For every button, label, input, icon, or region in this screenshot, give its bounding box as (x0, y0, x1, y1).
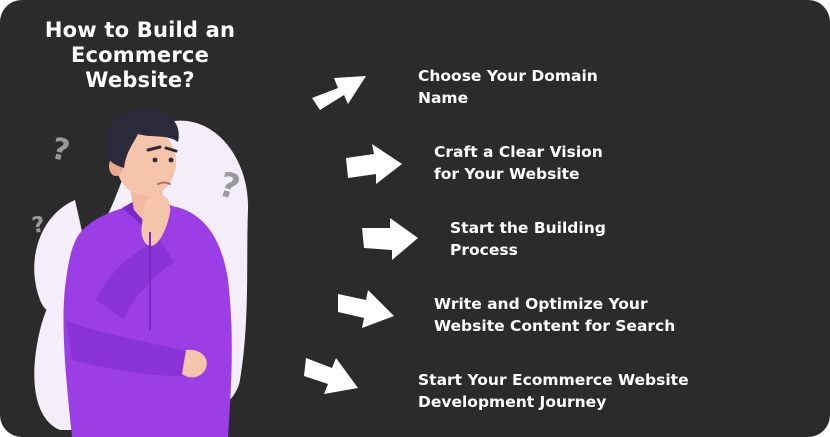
person-shirt (63, 204, 232, 437)
arrow-right-icon (346, 144, 402, 184)
step-1-line-2: Name (418, 89, 469, 107)
person-hand (141, 193, 171, 246)
step-3-line-2: Process (450, 241, 518, 259)
title-line-2: Ecommerce (70, 43, 210, 67)
step-3: Start the Building Process (450, 217, 750, 261)
step-5-line-1: Start Your Ecommerce Website (418, 371, 689, 389)
question-mark-icon: ? (30, 212, 46, 239)
step-5-line-2: Development Journey (418, 393, 607, 411)
step-2-line-1: Craft a Clear Vision (434, 143, 603, 161)
person-hair (106, 109, 179, 168)
arrow-right-icon (312, 76, 366, 110)
step-2: Craft a Clear Vision for Your Website (434, 141, 734, 185)
step-4: Write and Optimize Your Website Content … (434, 293, 734, 337)
step-4-line-1: Write and Optimize Your (434, 295, 648, 313)
step-4-line-2: Website Content for Search (434, 317, 676, 335)
arrow-right-icon (338, 290, 394, 328)
page-title: How to Build an Ecommerce Website? (20, 18, 260, 93)
person-arm (66, 320, 201, 377)
arrow-right-icon (362, 218, 418, 260)
step-1-line-1: Choose Your Domain (418, 67, 598, 85)
question-mark-icon: ? (48, 131, 72, 169)
step-1: Choose Your Domain Name (418, 65, 718, 109)
step-5: Start Your Ecommerce Website Development… (418, 369, 718, 413)
step-3-line-1: Start the Building (450, 219, 606, 237)
title-line-3: Website? (85, 68, 195, 92)
step-2-line-2: for Your Website (434, 165, 580, 183)
title-line-1: How to Build an (44, 18, 236, 42)
arrow-right-icon (304, 358, 358, 394)
